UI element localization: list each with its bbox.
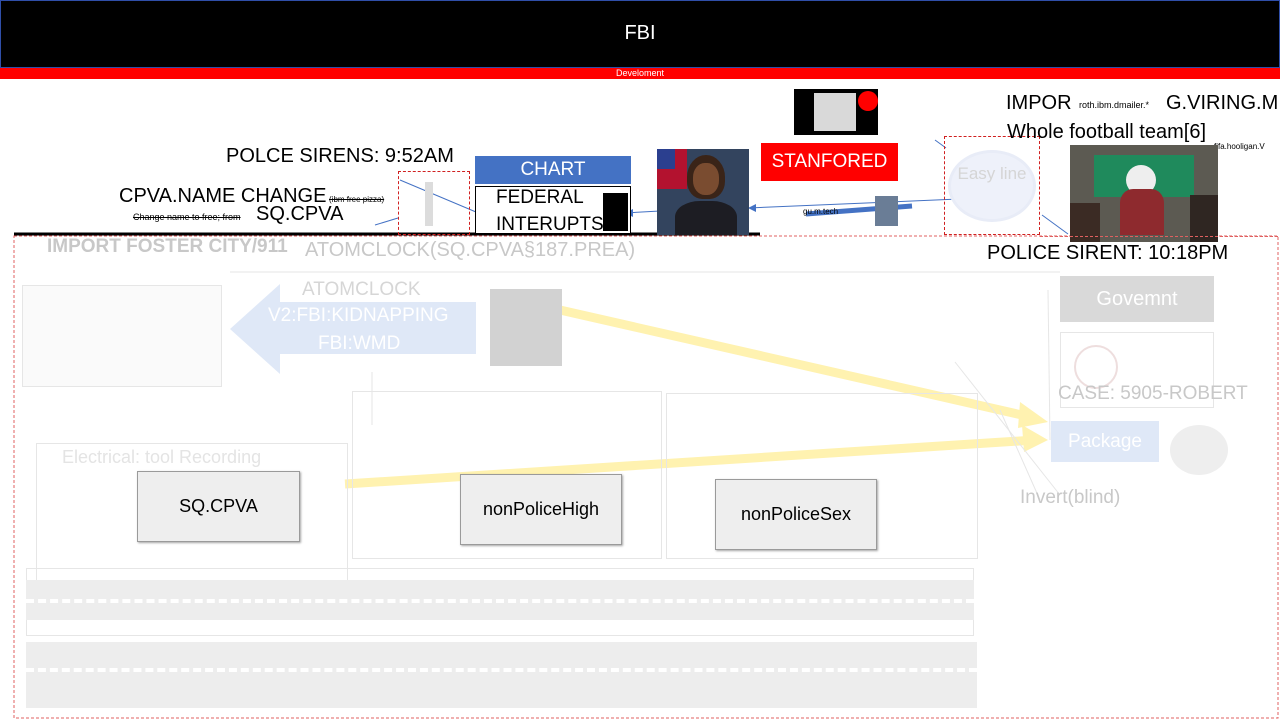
atomclock-label: ATOMCLOCK: [302, 279, 421, 300]
invert-label: Invert(blind): [1020, 487, 1121, 508]
road-bottom: [26, 642, 977, 708]
police-sirent-label: POLICE SIRENT: 10:18PM: [987, 242, 1229, 264]
govemnt-box: Govemnt: [1060, 276, 1214, 322]
non-police-high-button[interactable]: nonPoliceHigh: [460, 474, 622, 545]
seal-box: [1060, 332, 1214, 408]
polce-sirens-label: POLCE SIRENS: 9:52AM: [226, 145, 454, 167]
electrical-label: Electrical: tool Recording: [62, 447, 262, 467]
header-bar: [0, 0, 1280, 68]
faded-photo: [490, 289, 562, 366]
case-label: CASE: 5905-ROBERT: [1058, 383, 1248, 404]
kidnapping-arrow: [230, 284, 476, 374]
easy-line-circle: Easy line: [948, 150, 1036, 222]
cpva-name-change-small: (ibm free pizza): [329, 195, 385, 204]
header-title: FBI: [624, 22, 656, 44]
sq-cpva-label: SQ.CPVA: [256, 203, 344, 225]
import-foster-label: IMPORT FOSTER CITY/911: [47, 236, 288, 257]
federal-label: FEDERAL: [496, 187, 584, 208]
whole-football-label: Whole football team[6]: [1007, 121, 1206, 143]
dashed-divider-right: [1040, 236, 1278, 238]
wmd-label: FBI:WMD: [318, 333, 401, 354]
fifa-hooligan-label: fifa.hooligan.V: [1214, 142, 1265, 151]
seal-icon: [1074, 345, 1118, 389]
small-text: gu.m.tech: [803, 207, 839, 216]
interupts-label: INTERUPTS: [496, 214, 604, 234]
sq-cpva-button[interactable]: SQ.CPVA: [137, 471, 300, 542]
development-bar: [0, 68, 1280, 79]
faded-image-left: [22, 285, 222, 387]
dashed-frame-easy-line: [944, 136, 1040, 235]
federal-box: FEDERAL INTERUPTS: [475, 186, 631, 234]
cpva-name-change-label: CPVA.NAME CHANGE: [119, 185, 327, 207]
impor-small-label: roth.ibm.dmailer.*: [1079, 100, 1150, 110]
small-thumbnail: [875, 196, 898, 226]
development-label: Develoment: [615, 68, 665, 78]
road-bottom-lane: [26, 668, 977, 672]
faded-figure: [425, 182, 433, 226]
portrait-photo: [657, 149, 749, 235]
change-name-small: Change name to free; from: [133, 212, 241, 222]
g-viring-label: G.VIRING.M: [1166, 92, 1279, 114]
black-block: [603, 193, 628, 231]
chart-header: CHART: [475, 156, 631, 184]
impor-label: IMPOR: [1006, 92, 1072, 114]
panel-right: [666, 393, 978, 559]
road-top-lane: [26, 599, 974, 603]
dashed-frame-left: [398, 171, 470, 235]
non-police-sex-button[interactable]: nonPoliceSex: [715, 479, 877, 550]
flag-icon: [794, 89, 878, 135]
stanfored-box: STANFORED: [761, 143, 898, 181]
kidnapping-label: V2:FBI:KIDNAPPING: [268, 305, 449, 326]
baseball-photo: [1070, 145, 1218, 242]
atomclock-top-label: ATOMCLOCK(SQ.CPVA§187.PREA): [305, 239, 636, 261]
camera-icon: [1170, 425, 1228, 475]
package-box: Package: [1051, 421, 1159, 462]
panel-middle: [352, 391, 662, 559]
